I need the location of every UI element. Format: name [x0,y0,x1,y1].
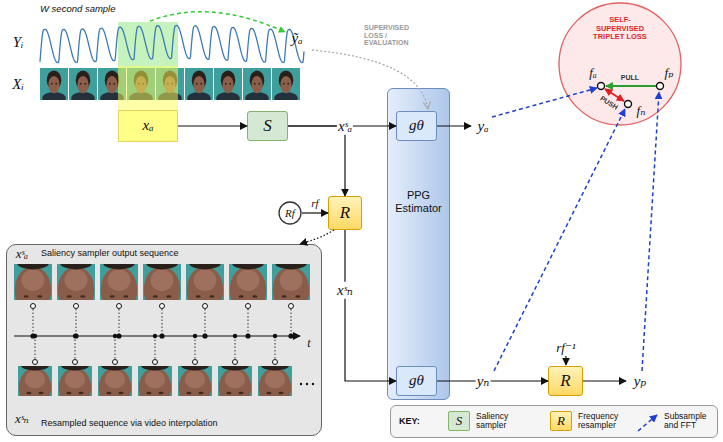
point-name: fₙ [637,104,646,118]
fft-pointer-sample [638,415,657,431]
node-label: xₐ [142,117,153,134]
node-label: gθ [409,372,424,389]
edge-label: xˢₙ [336,282,354,299]
process-box: R [328,196,362,230]
key-heading: KEY: [399,416,420,426]
output-arrow [437,125,471,126]
ppg-waveform [40,25,304,62]
signal-name: xˢₙ [14,412,30,426]
input-clip: xₐ [118,110,178,142]
key-text: Frequency resampler [578,412,634,431]
edge-label: xˢₐ [337,118,353,135]
signal-name: yₚ [634,373,647,390]
key-text: Subsample and FFT [664,412,714,431]
face-frame [185,68,213,100]
face-frame [272,264,310,300]
output-arrow [583,380,626,381]
flow-arrow [302,212,328,213]
node-label: R [340,203,350,223]
detail-pointer [300,230,334,244]
face-frame [272,68,300,100]
face-frame [40,68,68,100]
signal-name: ỹₐ [291,30,302,47]
process-box: S [247,111,288,141]
face-frame [58,366,92,396]
param-name: rf⁻¹ [556,341,575,355]
embedding-point [625,101,632,108]
signal-name: Xᵢ [12,76,24,93]
face-frame [69,68,97,100]
node-label: PPG Estimator [390,189,448,214]
node-label: R [560,371,570,391]
key-swatch: R [550,411,572,431]
sample-pointer [150,12,285,32]
face-frame [214,68,242,100]
flow-arrow [345,230,396,381]
window-note: W second sample [40,4,116,14]
embedding-point [657,83,664,90]
loss-note: SUPERVISED LOSS / EVALUATION [364,24,426,47]
frame-sequence [14,257,314,407]
embedding-point [598,83,605,90]
flow-arrow [178,125,247,126]
face-frame [218,366,252,396]
panel-caption: Resampled sequence via video interpolati… [41,418,218,428]
param-arrow [565,356,566,365]
face-frame [100,264,138,300]
process-box: R [548,366,583,396]
node-label: S [456,414,463,429]
signal-name: Yᵢ [13,34,24,51]
window-highlight [118,66,178,110]
face-frame [18,366,52,396]
flow-arrow [288,126,345,196]
fft-pointer [642,92,659,371]
key-text: Saliency sampler [476,412,532,431]
node-label: Rf [285,207,295,220]
node-label: gθ [409,117,424,134]
panel-caption: Saliency sampler output sequence [41,248,179,258]
face-frame [258,366,292,396]
pull-arrow [606,85,656,87]
point-name: fₐ [589,66,596,80]
key-swatch: S [448,411,470,431]
face-frame [178,366,212,396]
process-box: gθ [396,366,437,396]
face-frame [186,264,224,300]
fft-pointer [494,109,625,371]
face-frame [14,264,52,300]
node-label: S [263,116,272,136]
param-circle: Rf [278,201,302,225]
face-frame [98,366,132,396]
face-frame [143,264,181,300]
force-name: PUSH [599,94,620,111]
signal-name: xˢₐ [15,247,29,261]
signal-name: yₐ [477,118,488,135]
flow-arrow [437,380,548,381]
edge-label: rf [310,197,319,209]
face-frame [229,264,267,300]
supervision-pointer [312,50,428,109]
fft-pointer [492,88,597,117]
node-label: R [557,414,565,429]
point-name: fₚ [665,66,674,80]
face-frame [57,264,95,300]
face-frame [138,366,172,396]
process-box: gθ [396,111,437,141]
estimator-band: PPG Estimator gθ gθ [387,88,450,400]
face-frame [243,68,271,100]
axis-name: t [306,337,311,350]
loss-circle: SELF-SUPERVISED TRIPLET LOSS [558,2,682,126]
force-name: PULL [621,74,639,82]
node-label: SELF-SUPERVISED TRIPLET LOSS [587,16,653,42]
edge-label: yₙ [476,373,491,390]
